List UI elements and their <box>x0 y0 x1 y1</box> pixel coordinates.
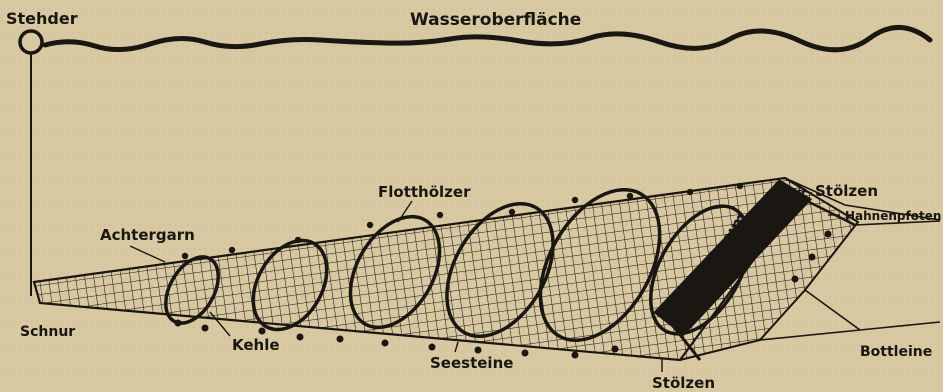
label-rear-mesh: Achtergarn <box>100 226 195 244</box>
label-stilts-top: Stölzen <box>815 182 878 200</box>
label-bridle: Hahnenpfoten <box>845 209 941 223</box>
label-throat: Kehle <box>232 336 280 354</box>
label-sea-stones: Seesteine <box>430 354 513 372</box>
label-bottom-line: Bottleine <box>860 344 932 360</box>
label-float-buoy: Stehder <box>6 9 78 28</box>
label-float-woods: Flotthölzer <box>378 183 471 201</box>
label-line: Schnur <box>20 324 75 340</box>
label-stilts-bottom: Stölzen <box>652 374 715 392</box>
label-water-surface: Wasseroberfläche <box>410 10 581 30</box>
